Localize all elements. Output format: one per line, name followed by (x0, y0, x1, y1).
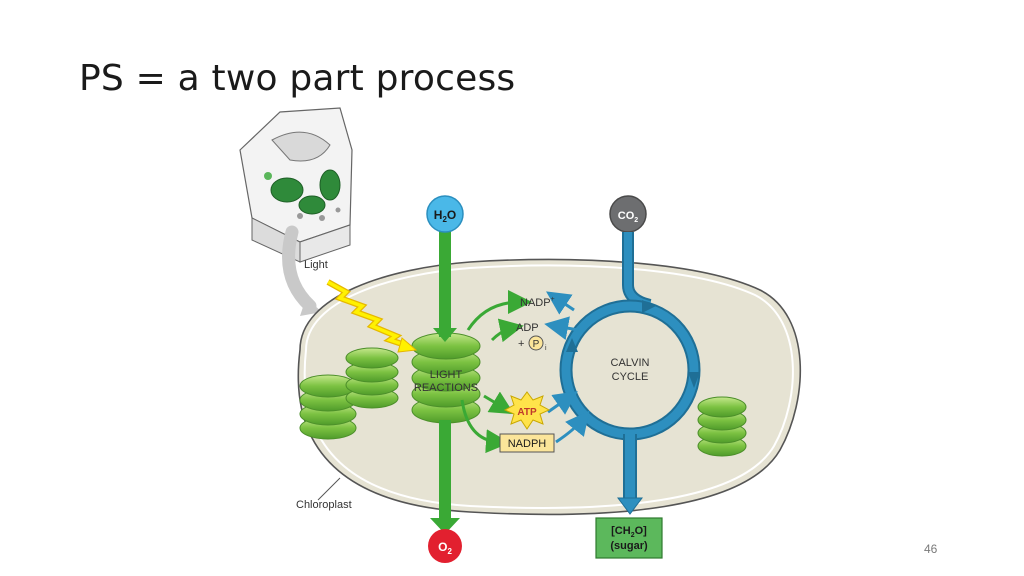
calvin-to-nadp-arrow (546, 291, 575, 315)
light-reactions-label-line2: REACTIONS (414, 382, 478, 394)
zoom-pointer-arrow (282, 225, 317, 313)
water-circle (426, 195, 464, 233)
phosphate-letter: P (533, 339, 540, 350)
water-label: H2O (434, 208, 456, 224)
nadp-to-light-arrow (466, 290, 532, 331)
light-label: Light (304, 259, 328, 271)
atp-label: ATP (517, 407, 537, 418)
light-to-atp-arrow (483, 391, 515, 415)
slide-title: PS = a two part process (79, 58, 516, 99)
nadph-box (499, 433, 555, 453)
light-to-nadph-arrow (460, 399, 510, 454)
adp-to-light-arrow (490, 318, 524, 343)
light-reactions-label-line1: LIGHT (430, 369, 463, 381)
phosphate-subscript: i (545, 345, 547, 352)
phosphate-icon (528, 335, 544, 351)
plus-label: + (518, 338, 524, 350)
atp-to-calvin-arrow (547, 391, 578, 415)
oxygen-label: O2 (438, 540, 452, 556)
grana-stack-left (299, 374, 357, 440)
nadp-label: NADP+ (520, 296, 555, 309)
chloroplast-label: Chloroplast (296, 499, 352, 511)
slide-number: 46 (924, 542, 938, 556)
nadph-label: NADPH (508, 438, 547, 450)
sugar-name-label: (sugar) (610, 540, 648, 552)
calvin-cycle-label-line2: CYCLE (612, 371, 649, 383)
oxygen-output-arrow (439, 420, 451, 520)
water-input-arrow (439, 225, 451, 337)
adp-label: ADP (516, 322, 539, 334)
calvin-cycle-label-line1: CALVIN (611, 357, 650, 369)
plant-cell-illustration (239, 107, 353, 263)
chloroplast-leader-line (317, 477, 341, 501)
co2-label: CO2 (618, 210, 639, 224)
grana-stack-middle (345, 347, 399, 409)
oxygen-circle (428, 529, 462, 563)
sugar-box (595, 517, 663, 559)
calvin-to-adp-arrow (544, 316, 579, 340)
grana-stack-light-reactions (411, 332, 481, 424)
grana-stack-right (697, 396, 747, 457)
atp-star (503, 391, 551, 430)
nadph-to-calvin-arrow (555, 410, 590, 444)
sugar-formula-label: [CH2O] (611, 525, 647, 539)
